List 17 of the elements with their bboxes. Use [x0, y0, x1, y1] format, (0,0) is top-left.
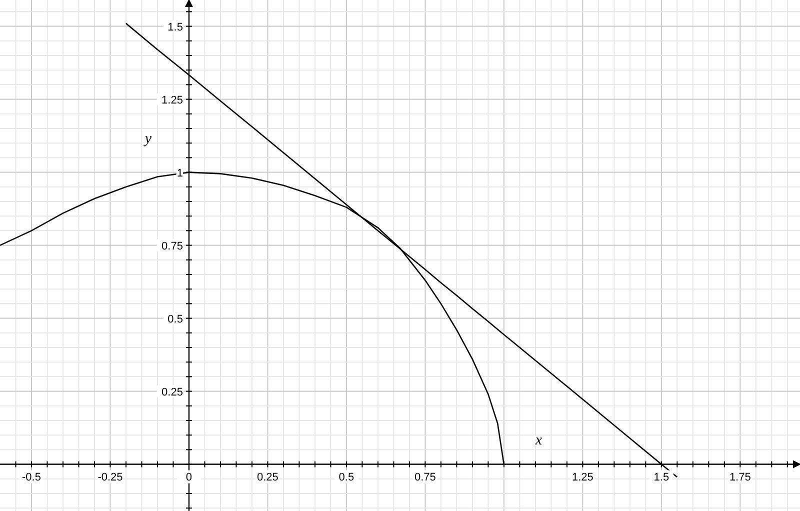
tick-label: 1 — [176, 167, 183, 180]
tick-label: 0.75 — [414, 471, 436, 484]
tick-label: 0.5 — [338, 471, 354, 484]
tick-label: 0.75 — [162, 240, 183, 252]
tick-label: 0.5 — [168, 313, 183, 326]
tick-label: 1.75 — [729, 471, 751, 484]
axis-title: y — [144, 131, 152, 148]
tick-label: 0.25 — [257, 471, 278, 484]
tick-label: 0 — [186, 471, 192, 484]
tick-label: -0.25 — [98, 471, 123, 484]
axis-title: x — [535, 432, 542, 448]
tick-label: 1.25 — [572, 471, 594, 484]
tick-label: -0.5 — [22, 471, 41, 484]
tick-label: 0.25 — [162, 386, 183, 398]
tick-label: 1.5 — [654, 471, 670, 484]
tick-label: 1.5 — [168, 21, 183, 34]
tick-label: 1.25 — [162, 94, 183, 106]
